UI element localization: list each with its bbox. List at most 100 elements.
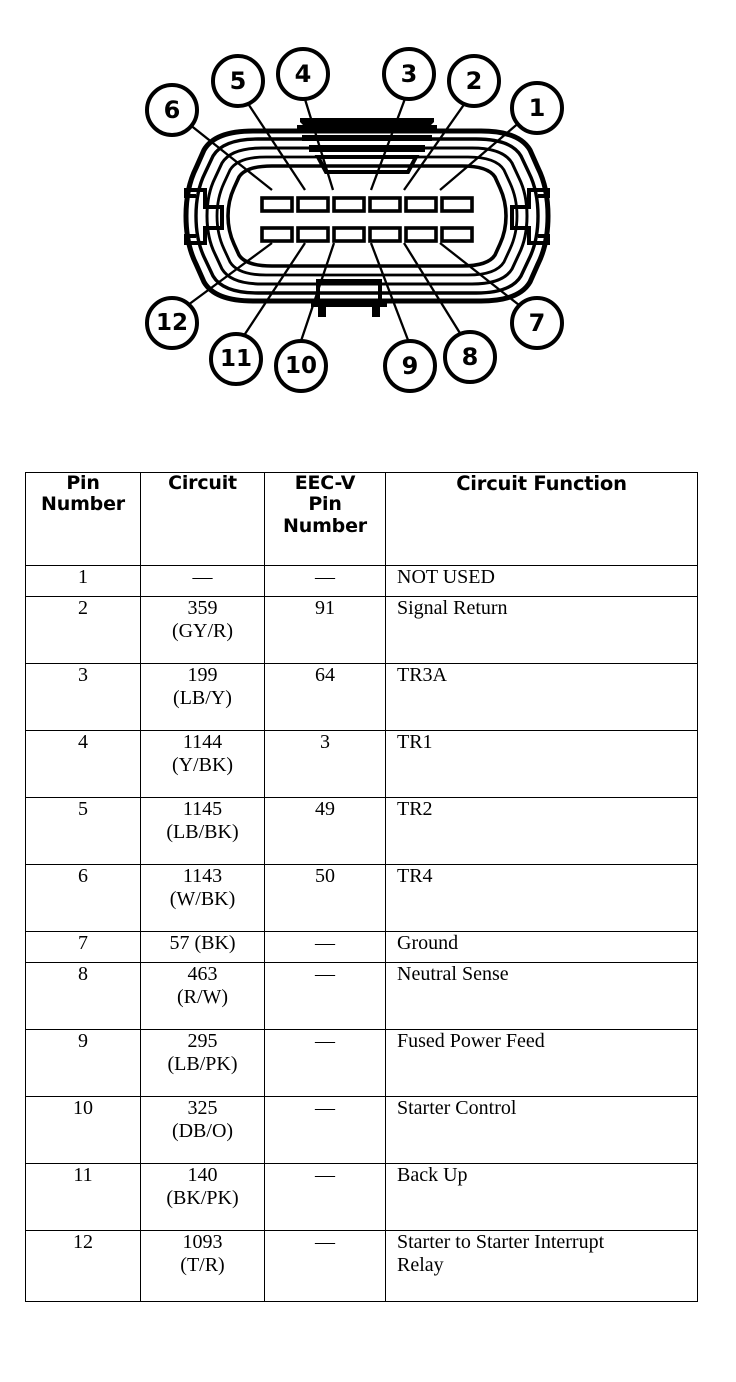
cell-circuit-color: (GY/R) bbox=[171, 620, 234, 643]
cell-circuit-number: 1093 bbox=[182, 1231, 223, 1253]
cell-circuit-function: TR2 bbox=[385, 797, 698, 865]
callout-9: 9 bbox=[383, 339, 437, 393]
cell-circuit-color: (DB/O) bbox=[171, 1120, 234, 1143]
cell-circuit-number: — bbox=[192, 566, 213, 588]
connector-body bbox=[183, 118, 551, 317]
cell-circuit-function-line1: Back Up bbox=[397, 1164, 468, 1186]
callout-10-label: 10 bbox=[285, 353, 317, 379]
cell-circuit-number: 1144 bbox=[182, 731, 223, 753]
cell-eec-pin-number: 49 bbox=[264, 797, 386, 865]
table-header-row: Pin Number Circuit EEC-V Pin Number Circ… bbox=[25, 472, 698, 566]
cell-circuit-function-line1: TR3A bbox=[397, 664, 447, 686]
cell-pin-number: 11 bbox=[25, 1163, 141, 1231]
cell-circuit-number: 463 bbox=[187, 963, 218, 985]
terminal-8 bbox=[404, 226, 438, 243]
cell-circuit-color: (BK/PK) bbox=[166, 1187, 239, 1210]
callout-12-label: 12 bbox=[156, 310, 188, 336]
header-circuit-function: Circuit Function bbox=[385, 472, 698, 566]
cell-circuit-function: TR1 bbox=[385, 730, 698, 798]
terminal-11 bbox=[296, 226, 330, 243]
cell-circuit-function-line1: TR2 bbox=[397, 798, 433, 820]
callout-6-label: 6 bbox=[164, 96, 181, 124]
cell-circuit: 359(GY/R) bbox=[140, 596, 265, 664]
callout-4: 4 bbox=[276, 47, 330, 101]
connector-latch-bottom bbox=[311, 279, 387, 317]
cell-circuit: 463(R/W) bbox=[140, 962, 265, 1030]
cell-eec-pin-number: — bbox=[264, 1163, 386, 1231]
cell-circuit-function-line1: TR1 bbox=[397, 731, 433, 753]
cell-eec-pin-number: — bbox=[264, 1096, 386, 1164]
cell-circuit-color: (R/W) bbox=[176, 986, 229, 1009]
cell-eec-pin-number: — bbox=[264, 1029, 386, 1097]
callout-9-label: 9 bbox=[402, 352, 419, 380]
header-circuit-function-label: Circuit Function bbox=[456, 472, 627, 495]
header-pin-number: Pin Number bbox=[25, 472, 141, 566]
terminal-1 bbox=[440, 196, 474, 213]
cell-pin-number: 10 bbox=[25, 1096, 141, 1164]
callout-2-label: 2 bbox=[466, 67, 483, 95]
leader-12 bbox=[187, 242, 273, 306]
cell-circuit-number: 1145 bbox=[182, 798, 223, 820]
terminal-4 bbox=[332, 196, 366, 213]
callout-2: 2 bbox=[447, 54, 501, 108]
cell-circuit: 140(BK/PK) bbox=[140, 1163, 265, 1231]
cell-pin-number: 5 bbox=[25, 797, 141, 865]
cell-pin-number: 4 bbox=[25, 730, 141, 798]
cell-circuit-function-line1: Neutral Sense bbox=[397, 963, 509, 985]
terminal-row-bottom bbox=[260, 226, 474, 243]
callout-7: 7 bbox=[510, 296, 564, 350]
header-circuit: Circuit bbox=[140, 472, 265, 566]
cell-circuit-function: Signal Return bbox=[385, 596, 698, 664]
connector-shell bbox=[183, 128, 551, 304]
callout-5: 5 bbox=[211, 54, 265, 108]
callout-6: 6 bbox=[145, 83, 199, 137]
cell-circuit-color: (Y/BK) bbox=[171, 754, 234, 777]
terminal-12 bbox=[260, 226, 294, 243]
cell-circuit: 1145(LB/BK) bbox=[140, 797, 265, 865]
cell-circuit-function: Fused Power Feed bbox=[385, 1029, 698, 1097]
leader-2 bbox=[403, 95, 471, 191]
cell-pin-number: 3 bbox=[25, 663, 141, 731]
terminal-row-top bbox=[260, 196, 474, 213]
cell-pin-number: 12 bbox=[25, 1230, 141, 1302]
cell-circuit: 295(LB/PK) bbox=[140, 1029, 265, 1097]
cell-circuit: 1144(Y/BK) bbox=[140, 730, 265, 798]
header-eec-line3: Number bbox=[283, 514, 367, 537]
cell-circuit-function-line1: Signal Return bbox=[397, 597, 508, 619]
pinout-table-wrap: Pin Number Circuit EEC-V Pin Number Circ… bbox=[25, 472, 698, 1302]
pinout-table: Pin Number Circuit EEC-V Pin Number Circ… bbox=[25, 472, 698, 1302]
callout-8-label: 8 bbox=[462, 343, 479, 371]
cell-eec-pin-number: 50 bbox=[264, 864, 386, 932]
cell-circuit-function: Back Up bbox=[385, 1163, 698, 1231]
cell-circuit-number: 140 bbox=[187, 1164, 218, 1186]
cell-circuit: — bbox=[140, 565, 265, 597]
cell-circuit-color: (W/BK) bbox=[169, 888, 236, 911]
cell-eec-pin-number: — bbox=[264, 1230, 386, 1302]
cell-circuit-number: 325 bbox=[187, 1097, 218, 1119]
cell-pin-number: 6 bbox=[25, 864, 141, 932]
connector-diagram: 6 5 4 3 2 bbox=[0, 0, 736, 430]
cell-circuit-function: TR3A bbox=[385, 663, 698, 731]
callout-8: 8 bbox=[443, 330, 497, 384]
table-row: 1——NOT USED bbox=[25, 565, 698, 597]
cell-circuit-number: 199 bbox=[187, 664, 218, 686]
cell-circuit-number: 57 (BK) bbox=[169, 932, 236, 954]
callout-5-label: 5 bbox=[230, 67, 247, 95]
cell-eec-pin-number: 64 bbox=[264, 663, 386, 731]
terminal-7 bbox=[440, 226, 474, 243]
cell-pin-number: 7 bbox=[25, 931, 141, 963]
cell-eec-pin-number: 3 bbox=[264, 730, 386, 798]
table-header: Pin Number Circuit EEC-V Pin Number Circ… bbox=[25, 472, 698, 566]
cell-circuit-number: 1143 bbox=[182, 865, 223, 887]
connector-diagram-svg: 6 5 4 3 2 bbox=[145, 47, 564, 393]
